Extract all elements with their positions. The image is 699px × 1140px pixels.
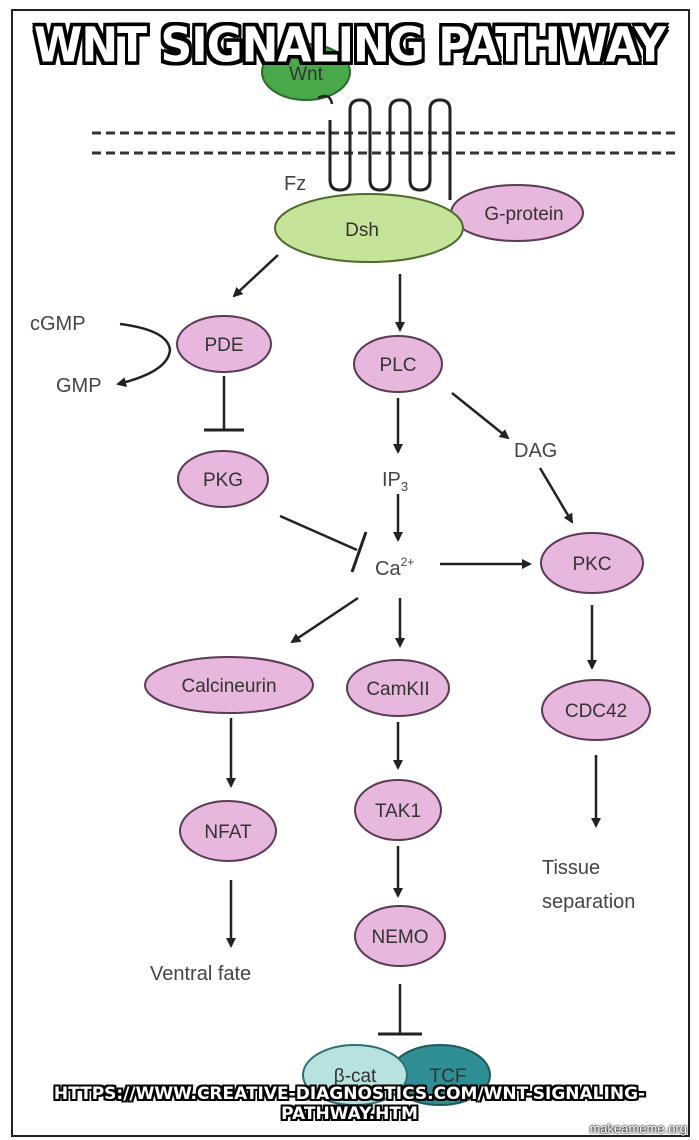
- pkg-label: PKG: [203, 470, 243, 491]
- pde-label: PDE: [204, 335, 243, 356]
- dsh-label: Dsh: [345, 220, 379, 241]
- calcineurin-node: [144, 656, 314, 714]
- beta-cat-node: [302, 1044, 408, 1106]
- wnt-receptor-link: [317, 94, 334, 105]
- ca-label: Ca2+: [375, 555, 414, 580]
- g-protein-label: G-protein: [484, 204, 563, 225]
- meme-title: WNT SIGNALING PATHWAY: [33, 17, 666, 74]
- tcf-label: TCF: [430, 1066, 467, 1087]
- tissue-label-line2: separation: [542, 891, 635, 913]
- cgmp-label: cGMP: [30, 313, 86, 335]
- nemo-label: NEMO: [372, 927, 429, 948]
- inhibit-pkg-ca-bar: [350, 531, 368, 573]
- camkii-label: CamKII: [366, 679, 429, 700]
- nfat-label: NFAT: [204, 822, 252, 843]
- ventral-fate-label: Ventral fate: [150, 963, 251, 985]
- nfat-node: [179, 800, 277, 862]
- ip3-label: IP3: [382, 469, 408, 494]
- cdc42-label: CDC42: [565, 701, 627, 722]
- inhibit-pkg-ca: [279, 514, 358, 552]
- pkc-label: PKC: [572, 554, 611, 575]
- dsh-node: [274, 193, 464, 263]
- arrow-ca-calcineurin: [290, 596, 359, 644]
- ip3-subscript: 3: [401, 479, 408, 494]
- cdc42-node: [541, 679, 651, 741]
- wnt-ligand: [261, 43, 351, 101]
- fz-label: Fz: [284, 173, 306, 195]
- nemo-node: [354, 905, 446, 967]
- tissue-label-line1: Tissue: [542, 857, 600, 879]
- tak1-label: TAK1: [375, 801, 421, 822]
- arrow-cgmp-gmp: [116, 322, 172, 387]
- dag-label: DAG: [514, 440, 557, 462]
- pkg-node: [177, 450, 269, 508]
- wnt-label: Wnt: [289, 64, 324, 85]
- beta-cat-label: β-cat: [334, 1066, 377, 1087]
- arrow-dag-pkc: [538, 467, 574, 524]
- arrow-plc-dag: [451, 392, 510, 440]
- arrow-dsh-pde: [232, 254, 279, 298]
- plc-label: PLC: [380, 355, 417, 376]
- frizzled-receptor: [328, 98, 452, 200]
- watermark: makeameme.org: [589, 1121, 687, 1136]
- gmp-label: GMP: [56, 375, 102, 397]
- camkii-node: [346, 659, 450, 717]
- pkc-node: [540, 532, 644, 594]
- pde-node: [176, 315, 272, 373]
- calcineurin-label: Calcineurin: [181, 676, 276, 697]
- plc-node: [353, 335, 443, 393]
- tak1-node: [354, 779, 442, 841]
- ca-superscript: 2+: [401, 555, 415, 569]
- meme-url-caption: HTTPS://WWW.CREATIVE-DIAGNOSTICS.COM/WNT…: [53, 1084, 646, 1124]
